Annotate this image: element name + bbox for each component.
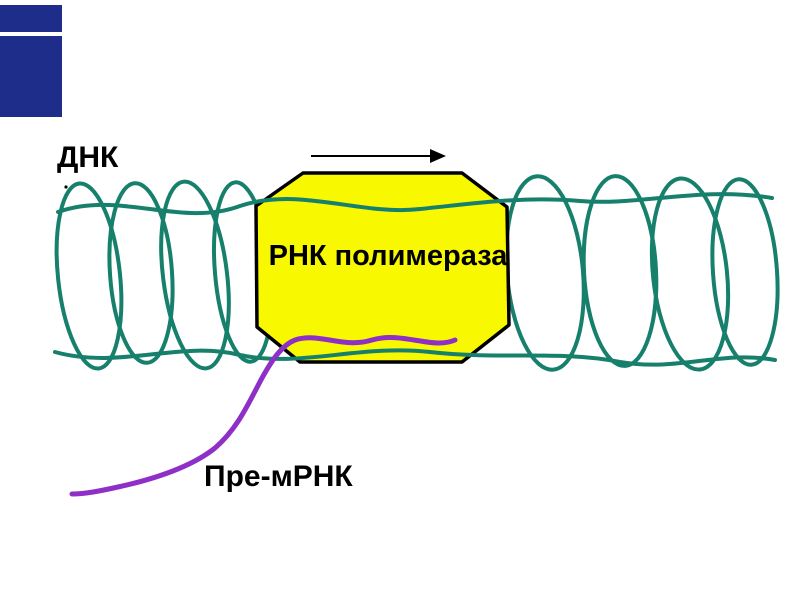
dna-label: ДНК: [57, 141, 119, 174]
pre-mrna-label: Пре-мРНК: [204, 460, 353, 493]
small-ink-mark: [64, 185, 68, 189]
rna-polymerase-shape: [254, 171, 511, 364]
dna-helix-strands: [53, 192, 777, 367]
left-edge-bar-top: [0, 5, 62, 32]
dna-helix-left-loops: [54, 179, 274, 371]
pre-mrna-strand: [69, 335, 458, 497]
rna-polymerase-label: РНК полимераза: [268, 240, 508, 272]
dna-helix-right-loops: [504, 174, 780, 372]
left-edge-bar-bottom: [0, 36, 62, 117]
direction-arrow-icon: [311, 149, 446, 163]
